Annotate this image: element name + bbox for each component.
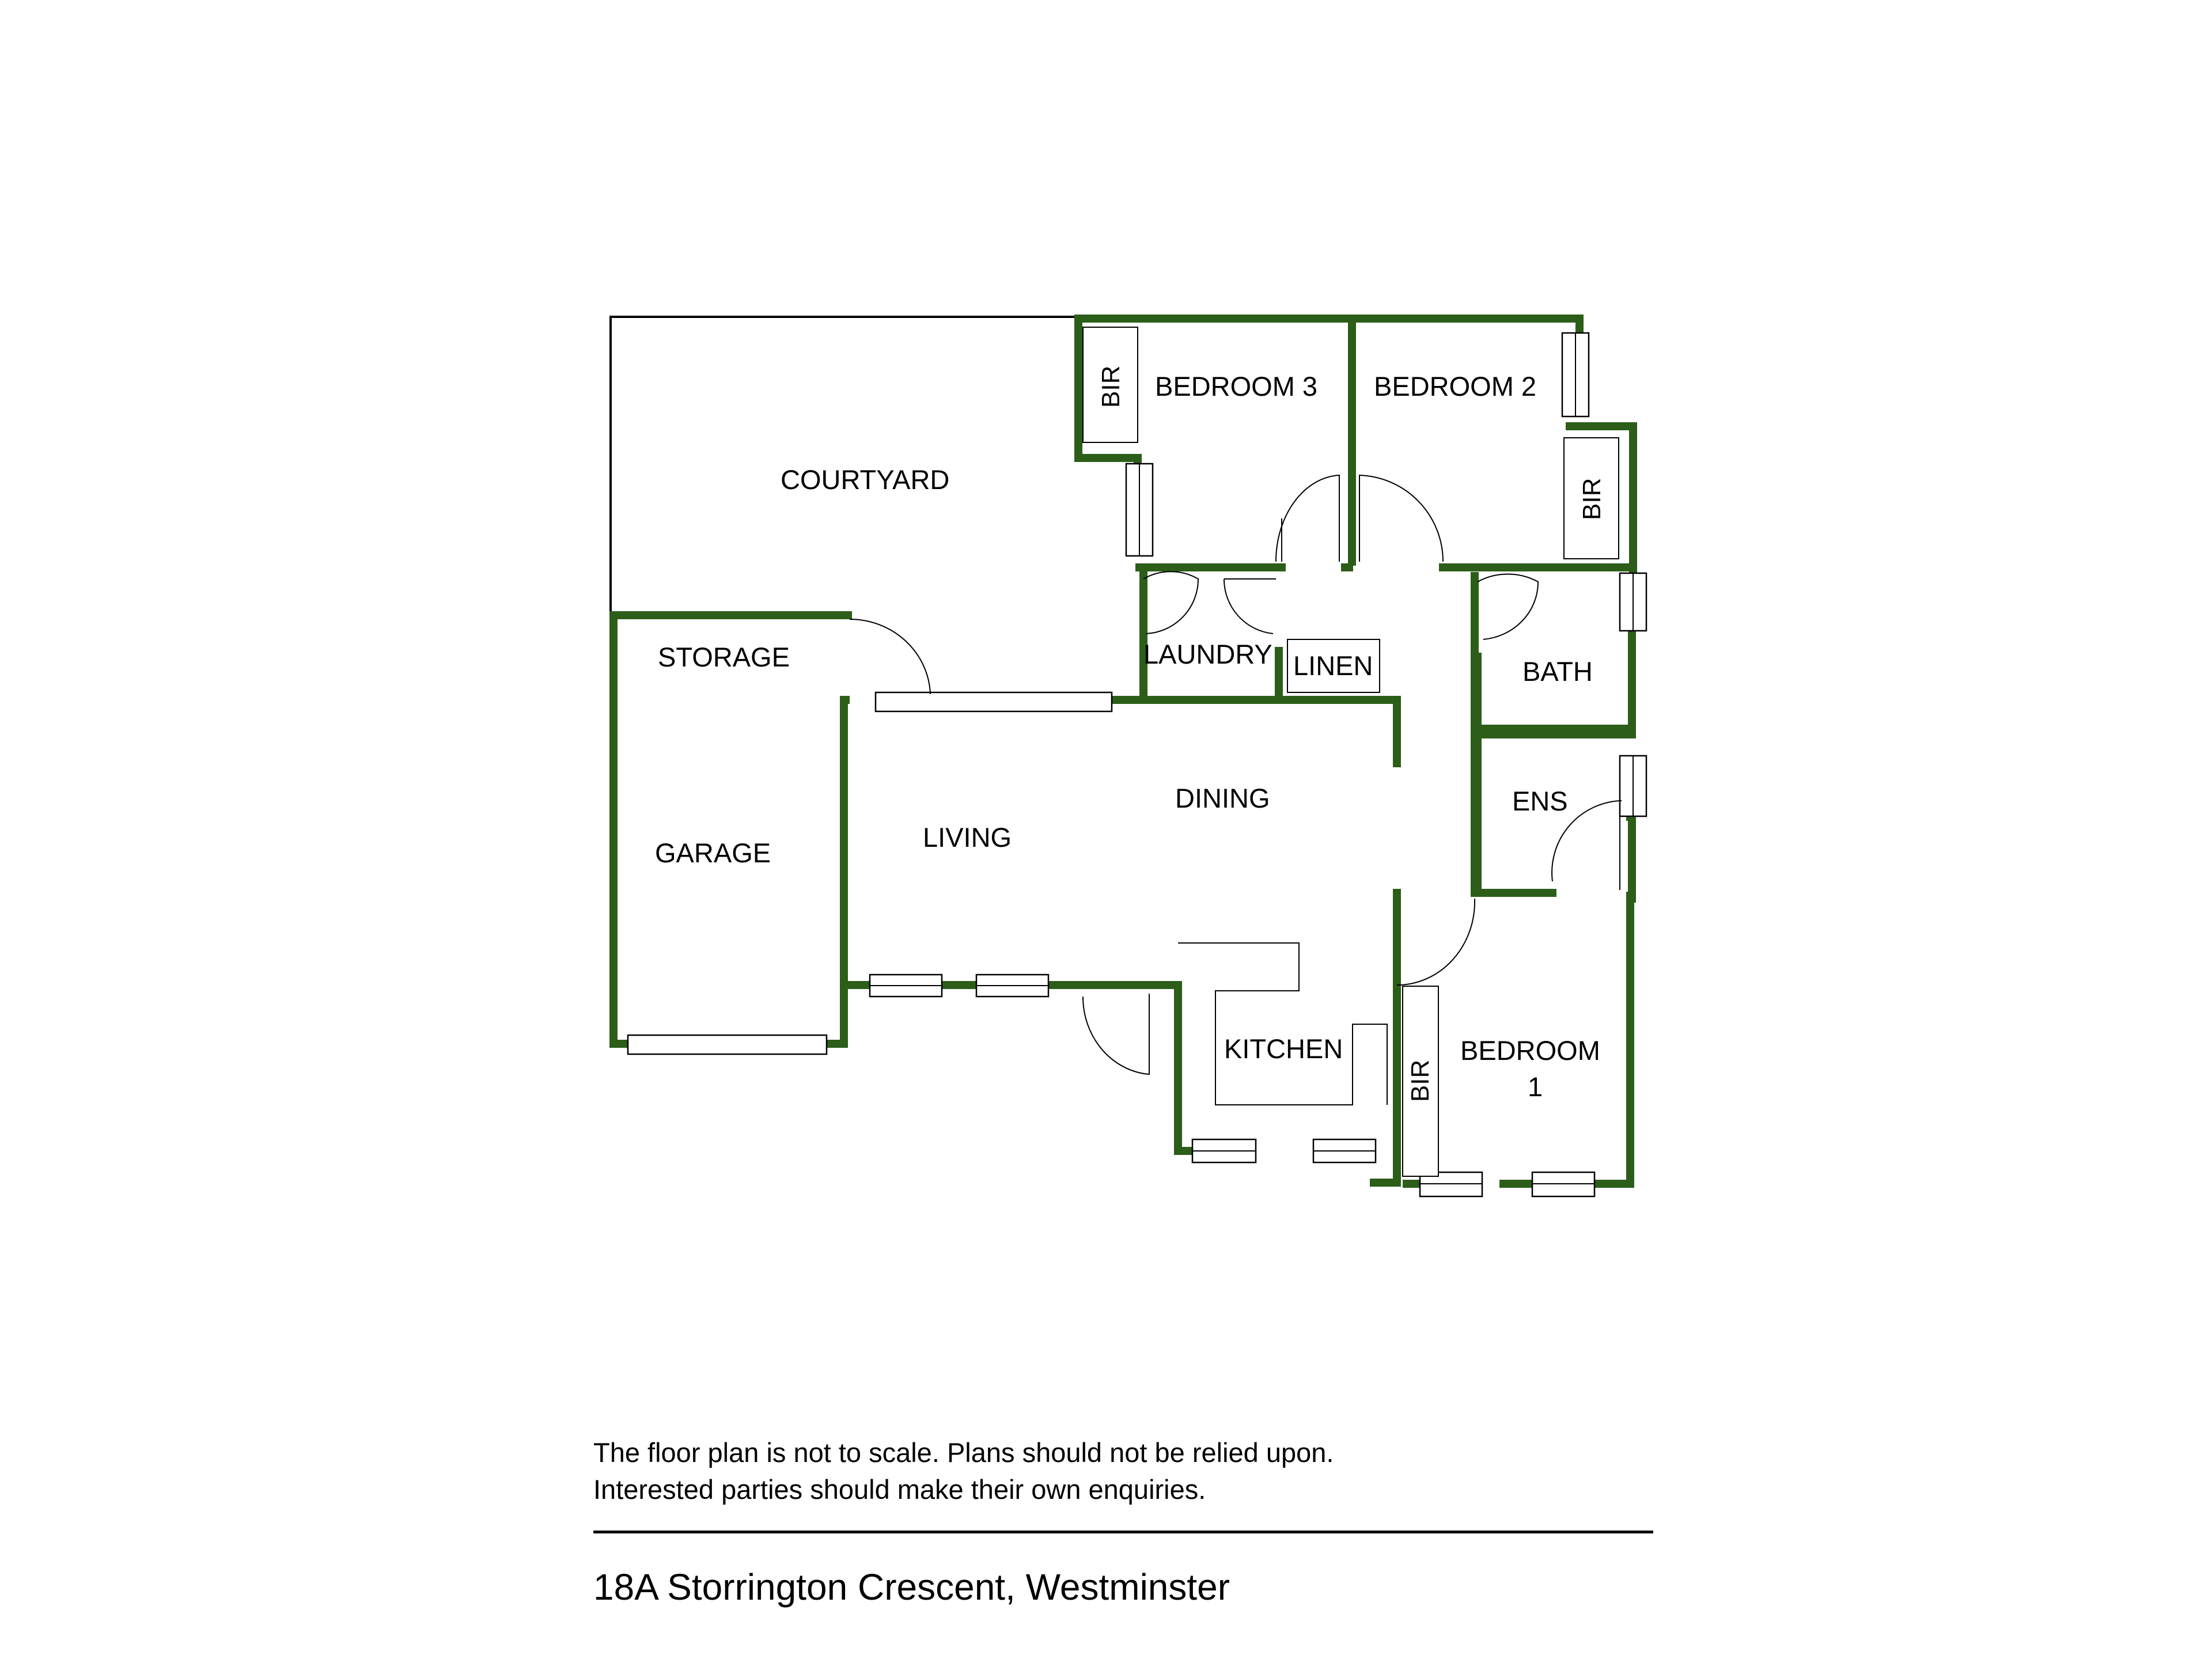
- bir-bed1: [1402, 986, 1439, 1177]
- windows: [627, 332, 1647, 1198]
- room-label-bir-bed1: BIR: [1406, 1060, 1434, 1102]
- room-label-dining: DINING: [1175, 783, 1270, 813]
- room-label-laundry: LAUNDRY: [1143, 639, 1272, 669]
- room-label-bedroom-2: BEDROOM 2: [1374, 371, 1536, 402]
- room-label-bir-bed3: BIR: [1097, 366, 1125, 408]
- divider: [593, 1531, 1653, 1533]
- doors: [849, 474, 1622, 1075]
- garage-door: [627, 1034, 828, 1055]
- room-label-bedroom-1-number: 1: [1528, 1071, 1543, 1102]
- room-label-bedroom-3: BEDROOM 3: [1155, 371, 1317, 402]
- disclaimer: The floor plan is not to scale. Plans sh…: [593, 1434, 1688, 1508]
- property-address: 18A Storrington Crescent, Westminster: [593, 1566, 1230, 1608]
- room-label-living: LIVING: [923, 822, 1012, 853]
- bir-bed3: [1082, 327, 1138, 443]
- room-label-bedroom-1: BEDROOM: [1460, 1035, 1600, 1066]
- room-label-storage: STORAGE: [658, 642, 790, 672]
- room-label-courtyard: COURTYARD: [781, 464, 949, 495]
- room-label-garage: GARAGE: [655, 838, 771, 868]
- room-labels: COURTYARD BEDROOM 3 BEDROOM 2 BIR BIR BI…: [655, 366, 1606, 1102]
- sliding-door: [874, 691, 1113, 713]
- bir-bed2: [1563, 437, 1619, 559]
- courtyard-boundary: [609, 316, 1077, 613]
- disclaimer-line-1: The floor plan is not to scale. Plans sh…: [593, 1437, 1334, 1468]
- disclaimer-line-2: Interested parties should make their own…: [593, 1474, 1206, 1505]
- room-label-ens: ENS: [1512, 786, 1568, 816]
- room-label-bir-bed2: BIR: [1578, 478, 1606, 520]
- fixtures: [1082, 327, 1619, 1177]
- room-label-bath: BATH: [1522, 656, 1593, 687]
- room-label-kitchen: KITCHEN: [1224, 1033, 1343, 1064]
- kitchen-bench: [1178, 942, 1388, 1105]
- room-label-linen: LINEN: [1293, 650, 1373, 681]
- linen-cupboard: [1287, 639, 1380, 693]
